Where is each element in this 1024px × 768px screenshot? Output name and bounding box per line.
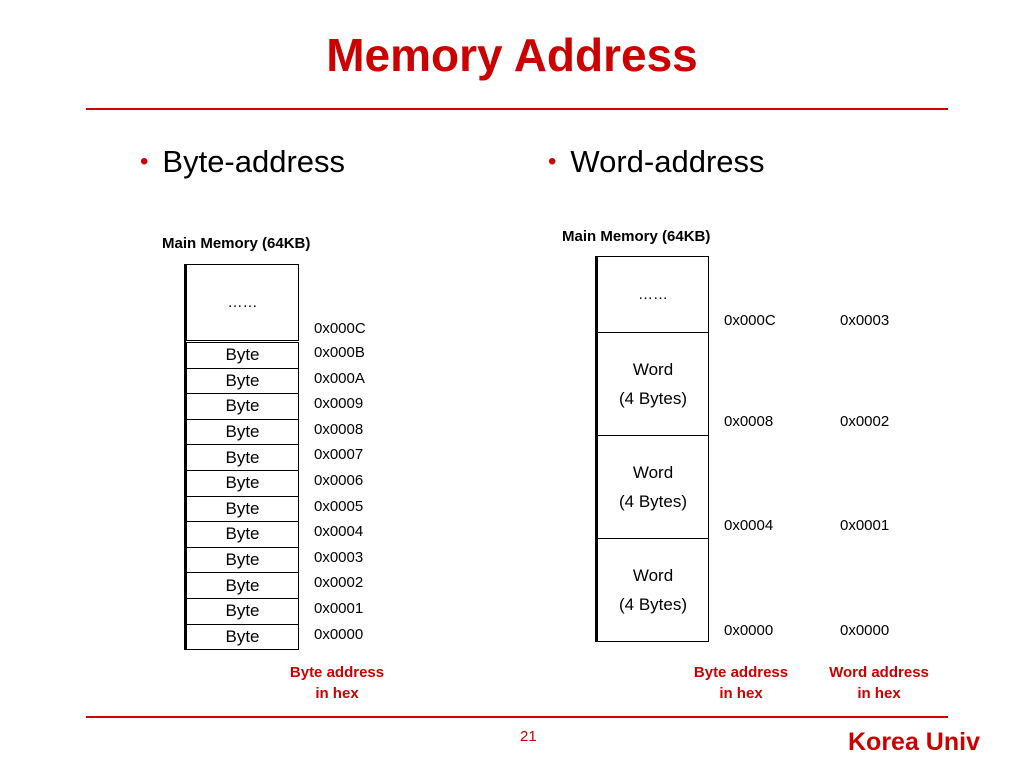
byte-address-top: 0x000C — [314, 320, 366, 337]
byte-address-label: 0x0005 — [314, 497, 364, 515]
word-cell-line2: (4 Bytes) — [618, 389, 688, 408]
word-memory-title: Main Memory (64KB) — [562, 228, 711, 245]
byte-cell: Byte — [186, 623, 299, 651]
word-address-caption-line1: Word address — [829, 664, 929, 681]
word-address-caption: Word address in hex — [816, 662, 942, 704]
byte-cell: Byte — [186, 572, 299, 599]
byte-cell: Byte — [186, 393, 299, 420]
byte-address-label: 0x0002 — [314, 574, 364, 592]
byte-address-label: 0x000A — [314, 369, 365, 387]
byte-cell: Byte — [186, 367, 299, 395]
byte-memory-shadow — [184, 264, 186, 650]
word-byte-address-label: 0x000C — [724, 312, 776, 329]
bullet-dot-icon: • — [140, 148, 149, 175]
byte-cell: Byte — [186, 546, 299, 574]
word-byte-address-label: 0x0000 — [724, 622, 774, 639]
byte-address-label: 0x0009 — [314, 395, 364, 413]
word-byte-address-label: 0x0008 — [724, 413, 774, 430]
word-cell-line2: (4 Bytes) — [618, 595, 688, 614]
bullet-byte-address: • Byte-address — [140, 144, 345, 180]
byte-address-label: 0x0008 — [314, 420, 364, 438]
byte-memory-title: Main Memory (64KB) — [162, 235, 311, 252]
byte-cell: Byte — [186, 418, 299, 446]
byte-cell: Byte — [186, 470, 299, 497]
byte-address-caption-line1: Byte address — [289, 664, 385, 681]
bullet-word-address-text: Word-address — [570, 144, 765, 179]
word-byte-address-caption-line2: in hex — [719, 685, 763, 702]
word-memory-top-cell: …… — [597, 256, 709, 333]
footer-brand: Korea Univ — [848, 728, 980, 756]
word-byte-address-label: 0x0004 — [724, 517, 774, 534]
word-cell: Word (4 Bytes) — [597, 538, 709, 642]
title-divider — [86, 108, 948, 110]
word-cell-line1: Word — [632, 360, 674, 379]
page-number: 21 — [520, 728, 537, 745]
byte-address-label: 0x0001 — [314, 600, 364, 617]
slide-title: Memory Address — [326, 29, 698, 81]
byte-address-caption-line2: in hex — [315, 685, 359, 702]
word-cell-line1: Word — [632, 566, 674, 585]
bullet-byte-address-text: Byte-address — [162, 144, 346, 179]
byte-cell: Byte — [186, 598, 299, 625]
byte-address-label: 0x000B — [314, 344, 365, 361]
byte-address-caption: Byte address in hex — [278, 662, 396, 704]
byte-memory-top-cell: …… — [186, 264, 299, 341]
word-address-label: 0x0000 — [840, 622, 890, 639]
word-byte-address-caption-line1: Byte address — [693, 664, 789, 681]
word-cell-line1: Word — [632, 463, 674, 482]
word-memory-shadow — [595, 256, 597, 642]
byte-address-label: 0x0004 — [314, 523, 364, 541]
word-cell-line2: (4 Bytes) — [618, 492, 688, 511]
byte-cell: Byte — [186, 444, 299, 471]
byte-cell: Byte — [186, 521, 299, 548]
byte-cell: Byte — [186, 495, 299, 523]
footer-divider — [86, 716, 948, 718]
byte-address-label: 0x0000 — [314, 625, 364, 643]
byte-cell: Byte — [186, 342, 299, 369]
word-cell: Word (4 Bytes) — [597, 332, 709, 436]
word-cell: Word (4 Bytes) — [597, 435, 709, 539]
byte-address-label: 0x0003 — [314, 548, 364, 566]
word-address-caption-line2: in hex — [857, 685, 901, 702]
bullet-dot-icon: • — [548, 148, 557, 175]
bullet-word-address: • Word-address — [548, 144, 765, 180]
byte-address-label: 0x0006 — [314, 472, 364, 489]
byte-address-label: 0x0007 — [314, 446, 364, 464]
word-address-label: 0x0003 — [840, 312, 890, 329]
word-address-label: 0x0002 — [840, 413, 890, 430]
word-address-label: 0x0001 — [840, 517, 890, 534]
word-byte-address-caption: Byte address in hex — [682, 662, 800, 704]
